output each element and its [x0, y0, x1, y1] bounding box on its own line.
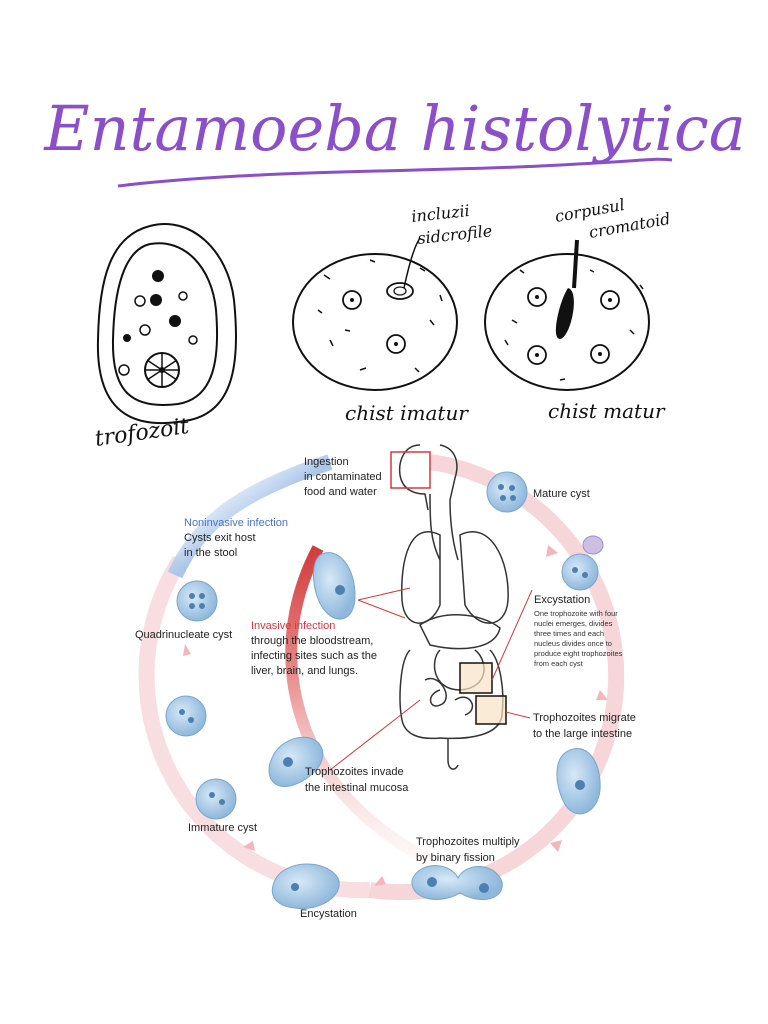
- noninvasive-title: Noninvasive infection: [184, 517, 288, 529]
- ingestion-highlight-box: [390, 451, 431, 489]
- quadrinucleate-caption: Quadrinucleate cyst: [135, 629, 232, 641]
- ingestion-line2: in contaminated: [304, 471, 382, 483]
- excystation-desc-6: from each cyst: [534, 659, 584, 668]
- inclusions-label-line2: sidcrofile: [416, 221, 493, 248]
- invasive-line3: liver, brain, and lungs.: [251, 665, 358, 677]
- mature-cyst-caption: Mature cyst: [533, 488, 590, 500]
- title-underline: [117, 157, 673, 188]
- trophozoite-label: trofozoit: [93, 414, 190, 452]
- noninvasive-line2: in the stool: [184, 547, 237, 559]
- cell-encystation: [271, 863, 340, 910]
- invade-line1: Trophozoites invade: [305, 766, 404, 778]
- invasive-title: Invasive infection: [251, 620, 335, 632]
- trophozoite-sketch: trofozoit: [93, 223, 238, 452]
- noninvasive-line1: Cysts exit host: [184, 532, 256, 544]
- cell-immature-cyst: [195, 778, 237, 820]
- cell-mature-cyst: [486, 471, 528, 513]
- mature-cyst-sketch: corpusul cromatoid chist matur: [484, 195, 672, 423]
- page-title: Entamoeba histolytica: [43, 92, 745, 165]
- cell-mucosa-trophozoite: [268, 736, 324, 788]
- ingestion-line1: Ingestion: [304, 456, 349, 468]
- encystation-caption: Encystation: [300, 908, 357, 920]
- large-intestine-highlight-box: [475, 695, 507, 725]
- excystation-highlight-box: [459, 662, 493, 694]
- multiply-line1: Trophozoites multiply: [416, 836, 520, 848]
- ingestion-line3: food and water: [304, 486, 377, 498]
- inclusions-label-line1: incluzii: [410, 201, 470, 226]
- cell-invasive-trophozoite: [313, 552, 356, 620]
- immature-cyst-sketch: incluzii sidcrofile chist imatur: [292, 201, 493, 425]
- cell-binary-fission: [411, 865, 503, 900]
- cell-excystation: [561, 535, 604, 591]
- invasive-line2: infecting sites such as the: [251, 650, 377, 662]
- immature-cyst-caption: Immature cyst: [188, 822, 257, 834]
- excystation-desc-3: three times and each: [534, 629, 604, 638]
- multiply-line2: by binary fission: [416, 852, 495, 864]
- excystation-title: Excystation: [534, 594, 590, 606]
- immature-cyst-label: chist imatur: [345, 401, 469, 425]
- excystation-desc-4: nucleus divides once to: [534, 639, 612, 648]
- excystation-desc-2: nuclei emerges, divides: [534, 619, 613, 628]
- invade-line2: the intestinal mucosa: [305, 782, 409, 794]
- mature-cyst-label: chist matur: [548, 399, 666, 423]
- excystation-desc-1: One trophozoite with four: [534, 609, 618, 618]
- pointer-lines: [329, 587, 533, 771]
- cell-trophozoite-intestine: [556, 748, 601, 815]
- invasive-line1: through the bloodstream,: [251, 635, 373, 647]
- excystation-desc-5: produce eight trophozoites: [534, 649, 623, 658]
- migrate-line1: Trophozoites migrate: [533, 712, 636, 724]
- cell-quadrinucleate-cyst: [176, 580, 218, 622]
- migrate-line2: to the large intestine: [533, 728, 632, 740]
- cell-binucleate-cyst: [165, 695, 207, 737]
